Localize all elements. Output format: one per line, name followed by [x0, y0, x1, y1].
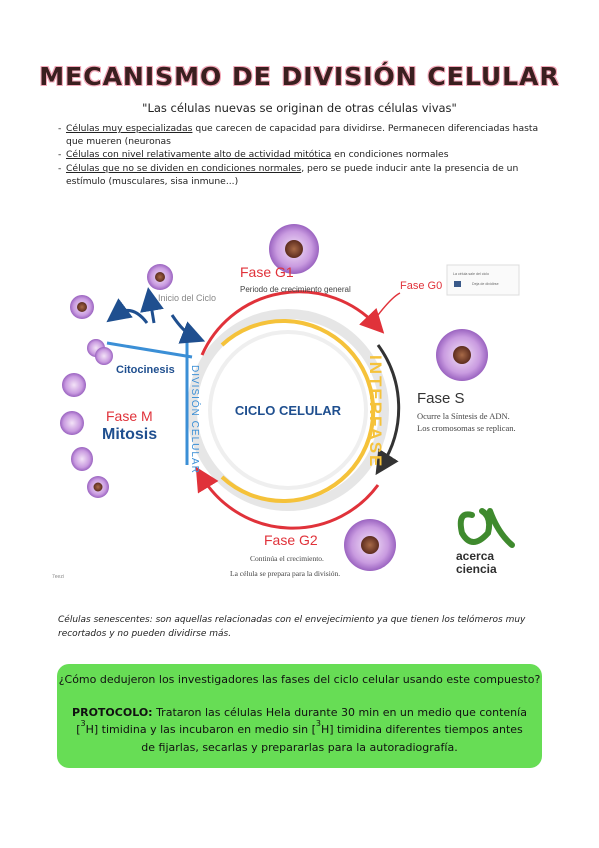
fase-s-desc-2: Los cromosomas se replican.: [417, 423, 516, 433]
interfase-label: INTERFASE: [366, 355, 385, 468]
senescentes-note: Células senescentes: son aquellas relaci…: [58, 615, 526, 639]
mitosis-label: Mitosis: [102, 426, 157, 443]
citocinesis-label: Citocinesis: [116, 364, 175, 376]
mitosis-cell-4: [60, 411, 84, 435]
bullet-underlined: Células muy especializadas: [66, 123, 193, 134]
fase-g2-label: Fase G2: [264, 532, 318, 548]
citocinesis-line: [106, 341, 193, 359]
arc-g1-red: [200, 290, 385, 356]
arc-interfase-yellow: [220, 319, 376, 503]
fase-s-label: Fase S: [417, 390, 465, 407]
arc-s-dark: [375, 344, 401, 476]
fase-g0-label: Fase G0: [400, 280, 442, 292]
logo-text-2: ciencia: [456, 562, 497, 576]
fase-g2-desc-2: La célula se prepara para la división.: [230, 569, 340, 578]
bullet-text: , pero se puede inducir ante la presenci…: [66, 162, 519, 187]
protocol-text: PROTOCOLO: Trataron las células Hela dur…: [69, 704, 530, 756]
protocol-sup-2: 3: [315, 719, 321, 728]
g0-box-icon: [454, 281, 461, 287]
logo-mark: [457, 508, 515, 548]
g0-box-text-2: Deja de dividirse: [472, 282, 499, 286]
mitosis-cell-3: [62, 373, 86, 397]
fase-g2-desc-1: Continúa el crecimiento.: [250, 554, 324, 563]
cell-s-nucleus: [453, 346, 471, 364]
cell-g2-nucleus: [361, 536, 379, 554]
protocol-part-3: H] timidina diferentes tiempos antes de …: [141, 723, 523, 754]
page-quote: "Las células nuevas se originan de otras…: [142, 101, 457, 115]
cell-g1-nucleus: [285, 240, 303, 258]
fase-g1-desc: Periodo de crecimiento general: [240, 285, 351, 294]
fase-m-label: Fase M: [106, 408, 153, 424]
cell-cycle-diagram: CICLO CELULAR DIVISIÓN CELULAR INTERFASE…: [52, 224, 520, 580]
fase-s-desc-1: Ocurre la Síntesis de ADN.: [417, 411, 510, 421]
bullet-underlined: Células que no se dividen en condiciones…: [66, 162, 302, 174]
mitosis-cell-5: [71, 447, 93, 471]
arrow-inicio-1: [106, 298, 149, 324]
logo-text-1: acerca: [456, 549, 494, 563]
division-label: DIVISIÓN CELULAR: [189, 365, 202, 474]
g0-box: [446, 264, 520, 296]
mitosis-cell-1-nucleus: [77, 302, 87, 312]
arrow-inicio-3: [170, 314, 206, 344]
bullet-text: que carecen de capacidad para dividirse.…: [66, 123, 539, 148]
protocol-part-2: H] timidina y las incubaron en medio sin…: [85, 723, 316, 736]
arrow-inicio-2: [140, 287, 164, 324]
bullet-item: Células con nivel relativamente alto de …: [58, 148, 548, 161]
bullet-underlined: Células con nivel relativamente alto de …: [66, 149, 332, 161]
mitosis-cell-2b: [95, 347, 113, 365]
fase-g1-label: Fase G1: [240, 264, 294, 280]
center-circle-inner: [208, 330, 368, 490]
protocol-label: PROTOCOLO:: [72, 706, 153, 719]
mitosis-cell-6-nucleus: [93, 482, 103, 492]
arrow-g0: [377, 292, 401, 316]
inicio-label: Inicio del Ciclo: [158, 293, 216, 303]
cell-inicio-nucleus: [155, 272, 165, 282]
protocol-part-1: Trataron las células Hela durante 30 min…: [76, 706, 527, 736]
bullet-item: Células muy especializadas que carecen d…: [58, 122, 548, 148]
bullet-list: Células muy especializadas que carecen d…: [58, 122, 548, 188]
bullet-item: Células que no se dividen en condiciones…: [58, 162, 548, 188]
small-mark: 7eezi: [52, 574, 64, 580]
center-label: CICLO CELULAR: [235, 403, 342, 418]
protocol-question: ¿Cómo dedujeron los investigadores las f…: [58, 673, 541, 686]
g0-box-text-1: La célula sale del ciclo: [453, 272, 489, 276]
arc-g2-red: [195, 466, 380, 530]
protocol-sup-1: 3: [80, 719, 86, 728]
center-circle-outer: [187, 309, 389, 511]
protocol-box: ¿Cómo dedujeron los investigadores las f…: [57, 664, 542, 768]
page-title: MECANISMO DE DIVISIÓN CELULAR: [39, 62, 560, 91]
bullet-text: en condiciones normales: [331, 149, 449, 161]
